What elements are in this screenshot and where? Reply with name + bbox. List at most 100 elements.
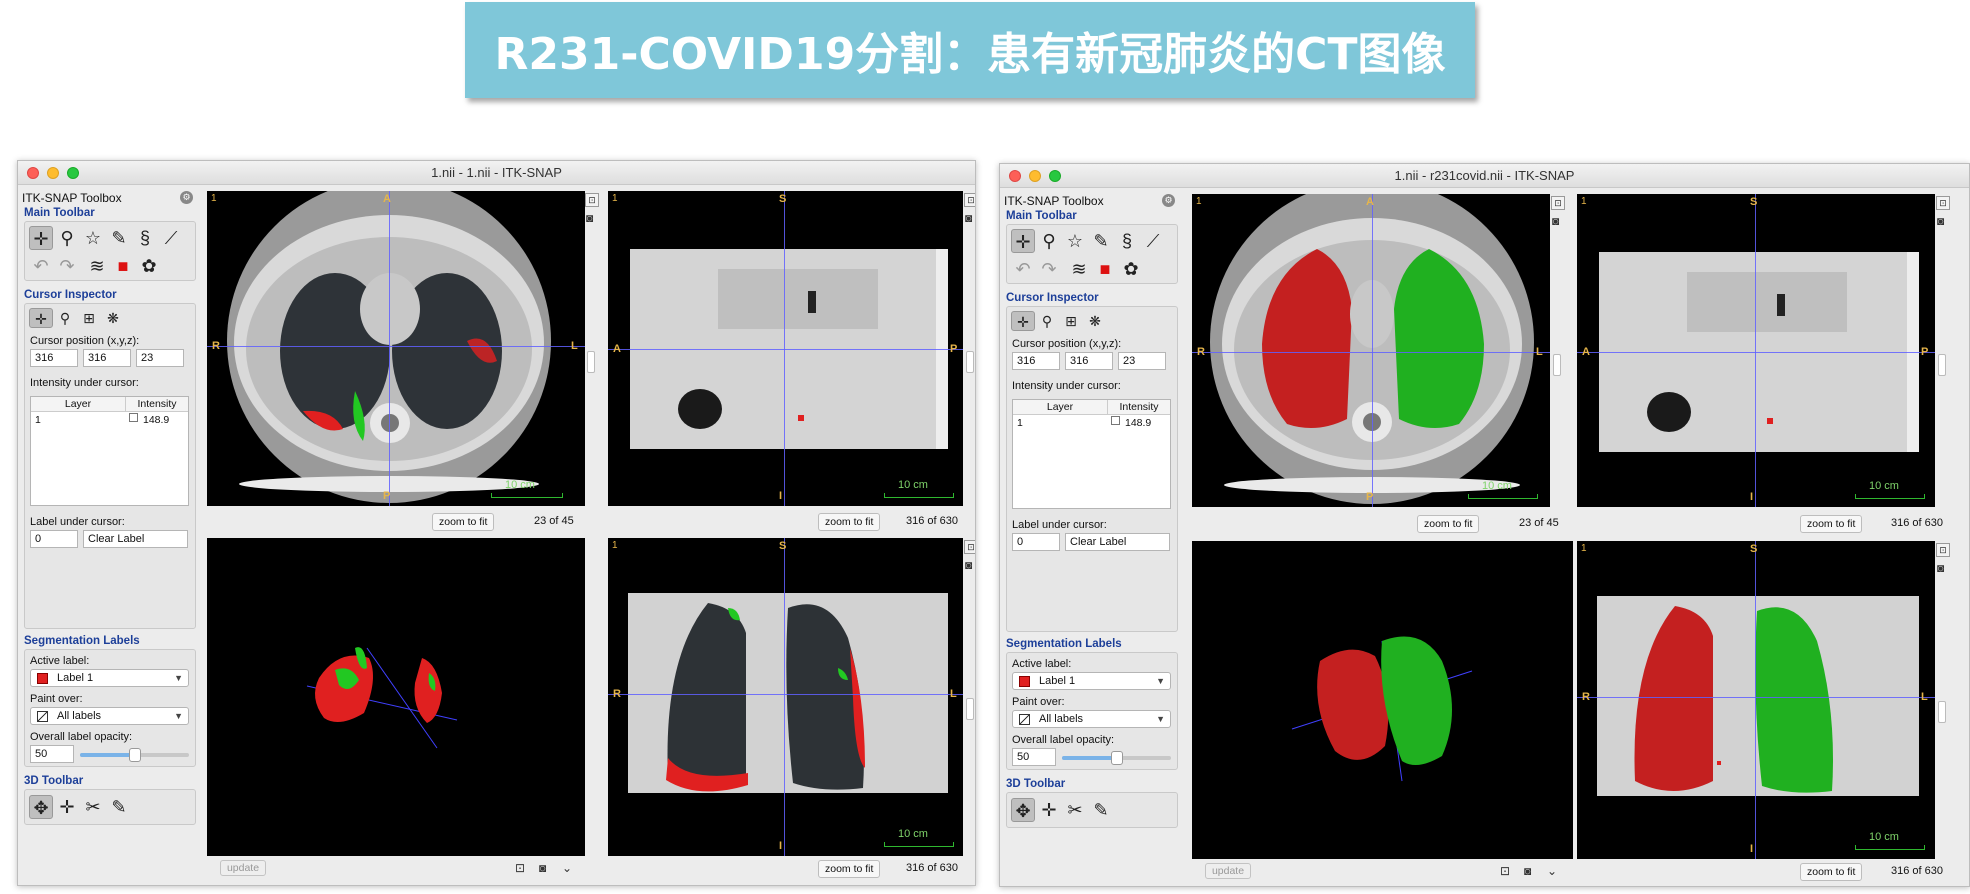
layout-icon[interactable]: ⊡ [1936, 543, 1950, 557]
coronal-view[interactable]: 1 S I R L 10 cm [608, 538, 963, 856]
opacity-slider[interactable] [80, 748, 189, 762]
paintbrush-tool-icon[interactable]: ✎ [1093, 231, 1109, 251]
camera-icon[interactable]: ◙ [586, 211, 594, 225]
update-button[interactable]: update [1205, 863, 1251, 879]
opacity-field[interactable]: 50 [1012, 748, 1056, 766]
paint-over-select[interactable]: All labels▼ [1012, 710, 1171, 728]
redo-icon[interactable]: ↷ [1041, 259, 1057, 279]
layer-checkbox[interactable] [1111, 416, 1120, 425]
axial-zoom-button[interactable]: zoom to fit [1417, 515, 1480, 533]
label-color-icon[interactable]: ■ [117, 256, 129, 276]
layer-checkbox[interactable] [129, 413, 138, 422]
palette-icon[interactable]: ✿ [141, 256, 157, 276]
layers-icon[interactable]: ≋ [89, 256, 105, 276]
annotation-tool-icon[interactable]: ⟋ [1146, 231, 1160, 251]
layout-icon[interactable]: ⊡ [964, 193, 975, 207]
chevron-down-icon[interactable]: ⌄ [562, 861, 573, 875]
snake-tool-icon[interactable]: § [1121, 231, 1132, 251]
close-button[interactable] [1009, 170, 1021, 182]
crosshair-3d-icon[interactable]: ✛ [59, 797, 75, 817]
close-button[interactable] [27, 167, 39, 179]
zoom-tool-icon[interactable]: ⚲ [1041, 313, 1053, 329]
camera-icon[interactable]: ◙ [1552, 214, 1560, 228]
undo-icon[interactable]: ↶ [33, 256, 49, 276]
layout-icon[interactable]: ⊡ [964, 540, 975, 554]
crosshair-tool-icon[interactable]: ✛ [1011, 311, 1035, 331]
scalpel-icon[interactable]: ✂ [1067, 800, 1083, 820]
sagittal-zoom-button[interactable]: zoom to fit [818, 513, 881, 531]
coronal-scrollbar[interactable] [965, 538, 975, 856]
axial-scrollbar[interactable] [1552, 194, 1562, 507]
layers-icon[interactable]: ≋ [1071, 259, 1087, 279]
gear-icon[interactable]: ⚙ [180, 191, 193, 204]
camera-icon[interactable]: ◙ [965, 211, 973, 225]
sagittal-scrollbar[interactable] [1937, 194, 1947, 507]
axial-zoom-button[interactable]: zoom to fit [432, 513, 495, 531]
3d-view[interactable] [207, 538, 585, 856]
cursor-z-field[interactable]: 23 [1118, 352, 1166, 370]
crosshair-tool-icon[interactable]: ✛ [29, 226, 53, 250]
palette-icon[interactable]: ✿ [1123, 259, 1139, 279]
settings-icon[interactable]: ❋ [107, 310, 119, 326]
camera-icon[interactable]: ◙ [1524, 864, 1532, 878]
zoom-button[interactable] [1049, 170, 1061, 182]
coronal-zoom-button[interactable]: zoom to fit [818, 860, 881, 878]
scalpel-icon[interactable]: ✂ [85, 797, 101, 817]
cursor-y-field[interactable]: 316 [83, 349, 131, 367]
coronal-zoom-button[interactable]: zoom to fit [1800, 863, 1863, 881]
coronal-scrollbar[interactable] [1937, 541, 1947, 859]
layout-icon[interactable]: ⊡ [1551, 196, 1565, 210]
cursor-x-field[interactable]: 316 [1012, 352, 1060, 370]
camera-icon[interactable]: ◙ [539, 861, 547, 875]
undo-icon[interactable]: ↶ [1015, 259, 1031, 279]
rotate-3d-icon[interactable]: ✥ [29, 795, 53, 819]
zoom-tool-icon[interactable]: ⚲ [59, 310, 71, 326]
cursor-y-field[interactable]: 316 [1065, 352, 1113, 370]
zoom-tool-icon[interactable]: ⚲ [60, 228, 74, 248]
sagittal-view[interactable]: 1 S I A P 10 cm [608, 191, 963, 506]
cursor-z-field[interactable]: 23 [136, 349, 184, 367]
label-color-icon[interactable]: ■ [1099, 259, 1111, 279]
camera-icon[interactable]: ◙ [1937, 214, 1945, 228]
sagittal-zoom-button[interactable]: zoom to fit [1800, 515, 1863, 533]
3d-view[interactable] [1192, 541, 1573, 859]
crosshair-tool-icon[interactable]: ✛ [1011, 229, 1035, 253]
active-label-select[interactable]: Label 1▼ [30, 669, 189, 687]
sagittal-view[interactable]: 1 S I A P 10 cm [1577, 194, 1935, 507]
layout-icon[interactable]: ⊡ [515, 861, 526, 875]
spray-paint-icon[interactable]: ✎ [111, 797, 127, 817]
annotation-tool-icon[interactable]: ⟋ [164, 228, 178, 248]
camera-icon[interactable]: ◙ [1937, 561, 1945, 575]
minimize-button[interactable] [47, 167, 59, 179]
rotate-3d-icon[interactable]: ✥ [1011, 798, 1035, 822]
minimize-button[interactable] [1029, 170, 1041, 182]
axial-view[interactable]: 1 A P R L 10 cm [1192, 194, 1550, 507]
crosshair-3d-icon[interactable]: ✛ [1041, 800, 1057, 820]
settings-icon[interactable]: ❋ [1089, 313, 1101, 329]
opacity-slider[interactable] [1062, 751, 1171, 765]
axial-view[interactable]: 1 A P R L 10 cm [207, 191, 585, 506]
active-label-select[interactable]: Label 1▼ [1012, 672, 1171, 690]
opacity-field[interactable]: 50 [30, 745, 74, 763]
polygon-tool-icon[interactable]: ☆ [84, 228, 102, 248]
gear-icon[interactable]: ⚙ [1162, 194, 1175, 207]
chevron-down-icon[interactable]: ⌄ [1547, 864, 1558, 878]
sagittal-scrollbar[interactable] [965, 191, 975, 506]
coronal-view[interactable]: 1 S I R L 10 cm [1577, 541, 1935, 859]
cursor-x-field[interactable]: 316 [30, 349, 78, 367]
layout-icon[interactable]: ⊡ [1936, 196, 1950, 210]
zoom-button[interactable] [67, 167, 79, 179]
table-icon[interactable]: ⊞ [1065, 313, 1077, 329]
camera-icon[interactable]: ◙ [965, 558, 973, 572]
crosshair-tool-icon[interactable]: ✛ [29, 308, 53, 328]
polygon-tool-icon[interactable]: ☆ [1066, 231, 1084, 251]
paintbrush-tool-icon[interactable]: ✎ [111, 228, 127, 248]
snake-tool-icon[interactable]: § [139, 228, 150, 248]
layout-icon[interactable]: ⊡ [1500, 864, 1511, 878]
update-button[interactable]: update [220, 860, 266, 876]
zoom-tool-icon[interactable]: ⚲ [1042, 231, 1056, 251]
spray-paint-icon[interactable]: ✎ [1093, 800, 1109, 820]
redo-icon[interactable]: ↷ [59, 256, 75, 276]
layout-icon[interactable]: ⊡ [585, 193, 599, 207]
paint-over-select[interactable]: All labels▼ [30, 707, 189, 725]
